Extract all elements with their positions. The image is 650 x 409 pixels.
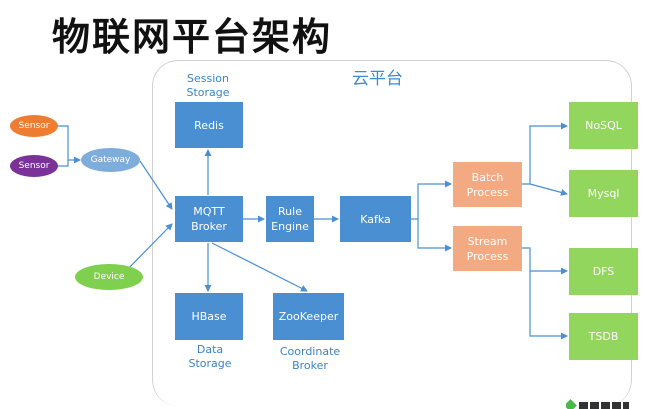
cloud-platform-frame xyxy=(152,60,632,406)
redis-box: Redis xyxy=(175,102,243,148)
mqtt-broker-box: MQTT Broker xyxy=(175,196,243,242)
rule-engine-box: Rule Engine xyxy=(266,196,314,242)
edge-sensor2-gateway xyxy=(58,160,69,167)
watermark-logo xyxy=(566,399,636,409)
session-storage-caption: Session Storage xyxy=(186,72,230,99)
edge-kafka-stream xyxy=(417,219,452,252)
edge-batch-mysql xyxy=(529,183,568,196)
data-storage-caption: Data Storage xyxy=(188,343,232,370)
mysql-box: Mysql xyxy=(569,170,638,217)
edge-sensor1-gateway xyxy=(58,125,81,164)
edge-stream-tsdb xyxy=(529,271,568,340)
dfs-box: DFS xyxy=(569,248,638,295)
gateway-node: Gateway xyxy=(81,148,140,172)
edge-mqtt-zookeeper xyxy=(211,242,308,292)
cloud-platform-label: 云平台 xyxy=(352,69,403,89)
batch-process-box: Batch Process xyxy=(453,162,522,207)
logo-wordmark xyxy=(579,402,629,409)
edge-kafka-batch xyxy=(411,180,452,220)
edge-stream-dfs xyxy=(522,247,568,275)
tsdb-box: TSDB xyxy=(569,313,638,360)
hbase-box: HBase xyxy=(175,293,243,340)
sensor-node-2: Sensor xyxy=(10,155,58,177)
edge-batch-nosql xyxy=(522,122,568,185)
nosql-box: NoSQL xyxy=(569,102,638,149)
coordinate-broker-caption: Coordinate Broker xyxy=(279,345,341,372)
device-node: Device xyxy=(75,264,143,290)
sensor-node-1: Sensor xyxy=(10,115,58,137)
diagram-title: 物联网平台架构 xyxy=(52,15,333,59)
kafka-box: Kafka xyxy=(340,196,411,242)
zookeeper-box: ZooKeeper xyxy=(273,293,344,340)
edge-gateway-mqtt xyxy=(139,160,173,210)
stream-process-box: Stream Process xyxy=(453,226,522,271)
